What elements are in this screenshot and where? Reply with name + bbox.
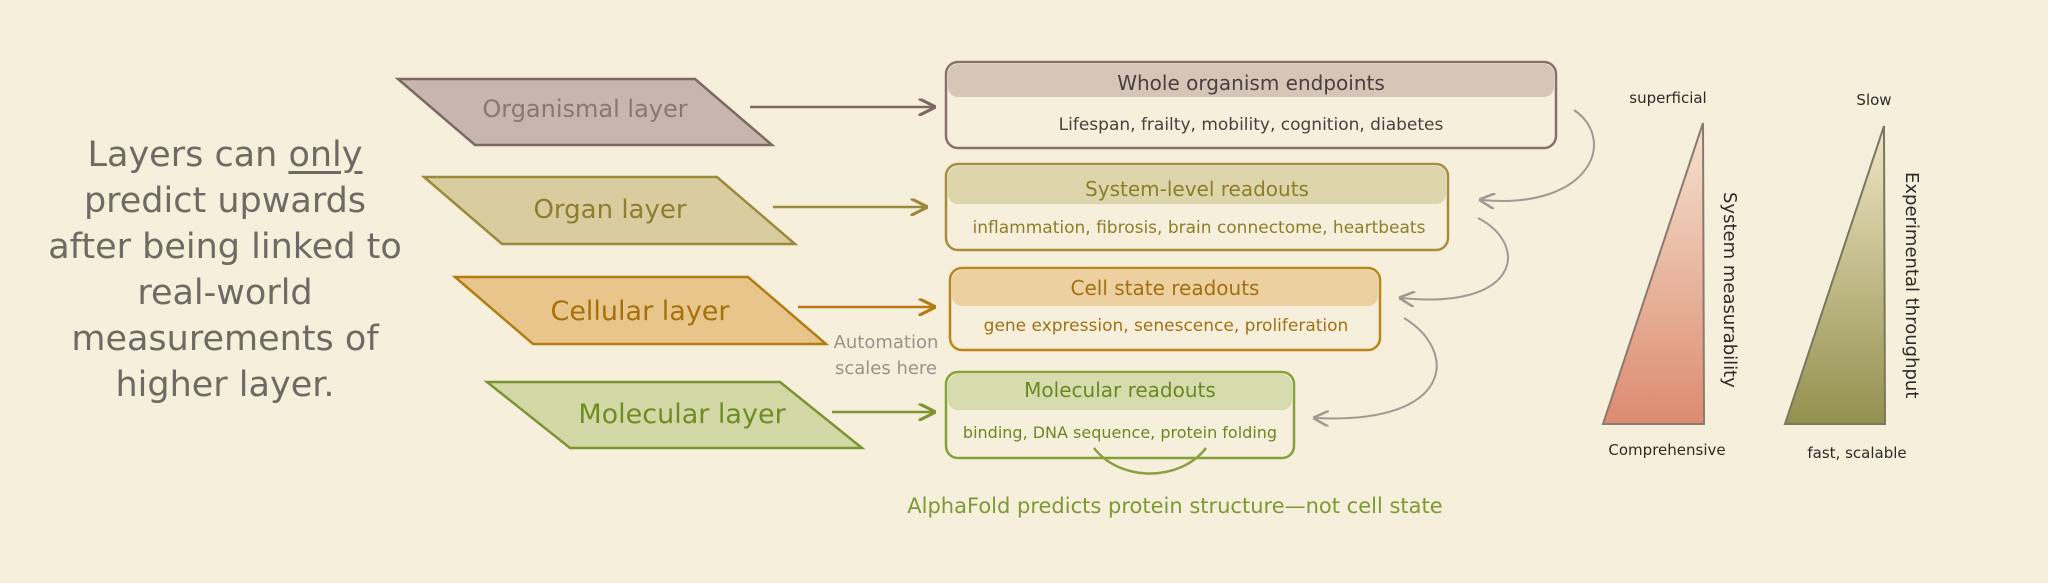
gauge-measurability-bottom-label: Comprehensive [1608,441,1725,459]
layer-organ: Organ layer [420,175,799,246]
intro-text: Layers can only predict upwards after be… [40,132,410,408]
readout-molecular-title: Molecular readouts [1024,378,1216,402]
layer-cellular-label: Cellular layer [550,296,730,327]
readout-system-header [948,166,1446,204]
gauge-measurability: superficial System measurability Compreh… [1601,89,1740,459]
gauge-throughput-axis-label: Experimental throughput [1901,172,1922,398]
readout-system-title: System-level readouts [1085,177,1309,201]
alphafold-arc [1093,447,1207,475]
layer-organ-label: Organ layer [533,195,686,225]
intro-emphasis: only [288,135,363,175]
gauge-throughput: Slow Experimental throughput fast, scala… [1783,91,1922,462]
readout-cell-detail: gene expression, senescence, proliferati… [984,316,1349,336]
layer-molecular-label: Molecular layer [578,399,786,430]
readout-system: System-level readouts inflammation, fibr… [944,162,1450,252]
gauge-measurability-triangle [1601,122,1706,425]
intro-after: predict upwards after being linked to re… [48,181,402,405]
layer-organismal-label: Organismal layer [482,95,687,123]
automation-note-line1: Automation [834,332,939,353]
layer-organismal-shape [394,77,776,147]
readout-cell-header [952,270,1378,306]
alphafold-caption: AlphaFold predicts protein structure—not… [907,494,1442,518]
gauge-throughput-bottom-label: fast, scalable [1807,444,1906,462]
readout-organism-detail: Lifespan, frailty, mobility, cognition, … [1059,115,1444,135]
feedback-arrow-organism-to-system [1482,109,1595,201]
readout-organism-box [944,60,1558,150]
layer-cellular-shape [451,275,830,346]
readout-molecular: Molecular readouts binding, DNA sequence… [944,370,1296,460]
readout-organism-title: Whole organism endpoints [1117,71,1385,95]
layer-cellular: Cellular layer [451,275,830,346]
layer-organ-shape [420,175,799,246]
readout-cell-title: Cell state readouts [1071,276,1260,300]
layer-molecular-shape [483,380,866,450]
readout-molecular-detail: binding, DNA sequence, protein folding [963,423,1277,442]
gauge-measurability-axis-label: System measurability [1719,192,1740,388]
readout-system-detail: inflammation, fibrosis, brain connectome… [973,218,1426,238]
readout-molecular-header [948,374,1292,410]
readout-organism: Whole organism endpoints Lifespan, frail… [944,60,1558,150]
readout-system-box [944,162,1450,252]
readout-molecular-box [944,370,1296,460]
feedback-arrow-system-to-cell [1402,217,1509,299]
automation-note-line2: scales here [835,358,937,379]
readout-organism-header [948,64,1554,97]
gauge-measurability-top-label: superficial [1629,89,1706,107]
layer-molecular: Molecular layer [483,380,866,450]
readout-cell: Cell state readouts gene expression, sen… [948,266,1382,352]
readout-cell-box [948,266,1382,352]
gauge-throughput-top-label: Slow [1856,91,1891,109]
gauge-throughput-triangle [1783,125,1887,425]
feedback-arrow-cell-to-molecular [1316,317,1438,418]
intro-before: Layers can [87,135,289,175]
layer-organismal: Organismal layer [394,77,776,147]
